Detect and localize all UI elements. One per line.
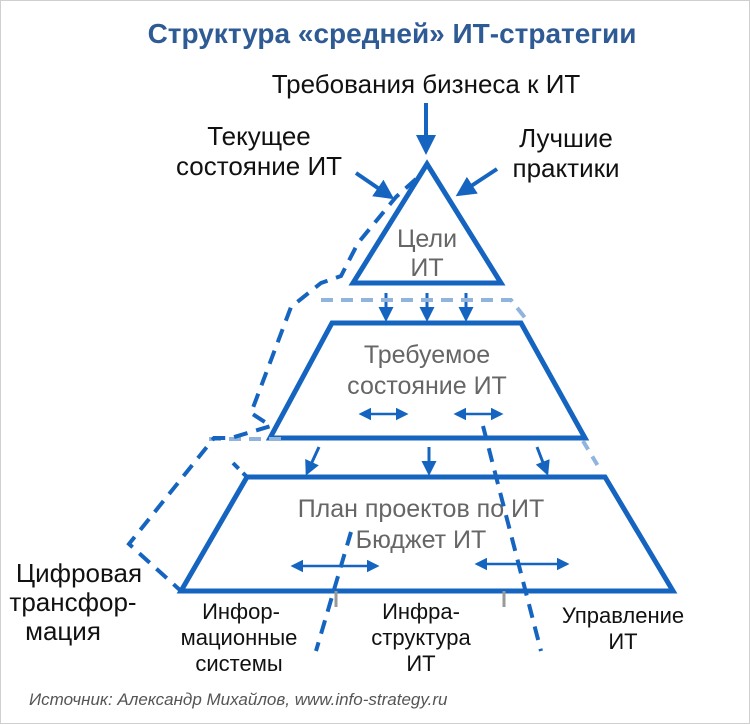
domain-divider-left — [314, 531, 353, 652]
infrastructure-label-line1: Инфра- — [382, 599, 460, 624]
ghost-outline — [581, 439, 603, 473]
ghost-outline — [321, 298, 528, 321]
it-management-label-line2: ИТ — [608, 629, 637, 654]
infrastructure-label-line2: структура — [371, 625, 471, 650]
diagram-title: Структура «средней» ИТ-стратегии — [148, 18, 637, 49]
information-systems-label-line3: системы — [195, 651, 282, 676]
digital-transformation-boundary — [231, 461, 249, 479]
source-caption: Источник: Александр Михайлов, www.info-s… — [29, 690, 448, 709]
target-state-label-line1: Требуемое — [364, 341, 490, 369]
best-practices-label-line2: практики — [513, 153, 620, 183]
current-state-label-line1: Текущее — [207, 121, 311, 151]
it-management-label-line1: Управление — [562, 603, 684, 628]
digital-transformation-label-line1: Цифровая — [16, 558, 142, 588]
domain-divider-right — [481, 425, 543, 652]
digital-transformation-label-line3: мация — [25, 616, 101, 646]
digital-transformation-label-line2: трансфор- — [9, 587, 136, 617]
current-state-arrow — [354, 171, 395, 200]
down-arrow — [305, 446, 321, 476]
goals-triangle — [348, 159, 506, 286]
digital-transformation-boundary — [126, 177, 418, 593]
down-arrow — [535, 446, 550, 476]
goals-label-line2: ИТ — [410, 254, 443, 282]
information-systems-label-line1: Инфор- — [202, 599, 280, 624]
information-systems-label-line2: мационные — [181, 625, 298, 650]
current-state-label-line2: состояние ИТ — [176, 151, 342, 181]
target-state-label-line2: состояние ИТ — [347, 372, 507, 400]
business-requirements-label: Требования бизнеса к ИТ — [272, 69, 581, 99]
best-practices-label-line1: Лучшие — [519, 123, 613, 153]
target-state-trapezoid — [265, 320, 590, 441]
goals-label-line1: Цели — [397, 225, 457, 253]
infrastructure-label-line3: ИТ — [406, 651, 435, 676]
plan-label-line2: Бюджет ИТ — [356, 526, 487, 554]
best-practices-arrow — [455, 167, 499, 197]
